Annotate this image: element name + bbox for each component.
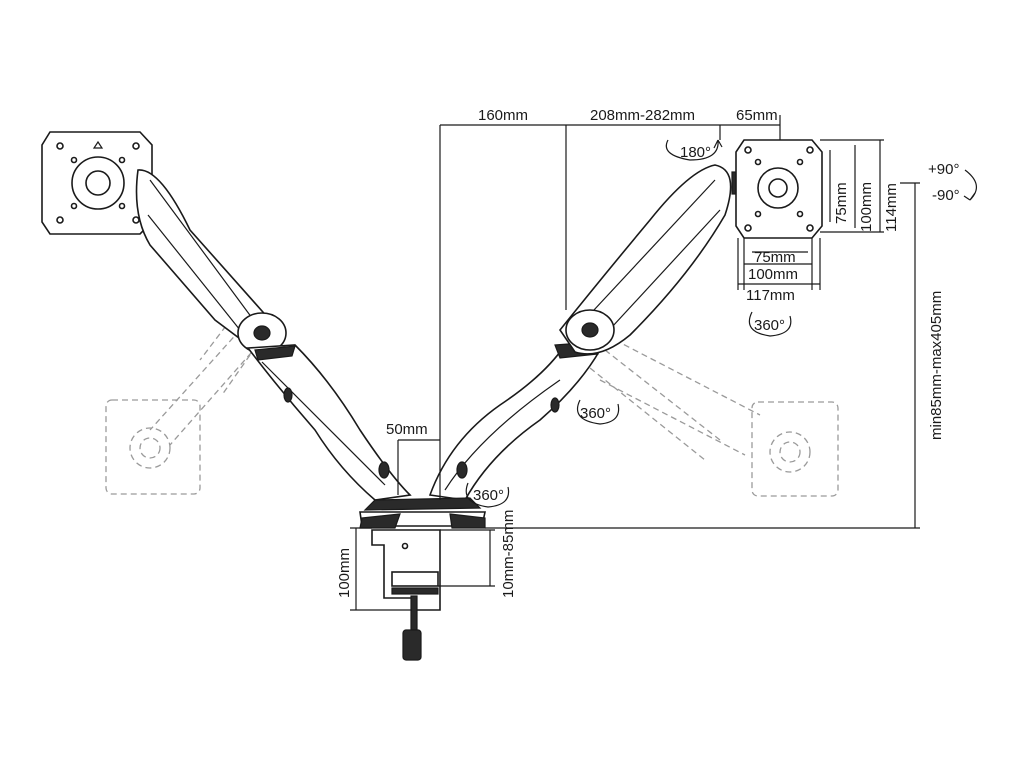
- dim-vesa-h-100: 100mm: [748, 266, 798, 283]
- dim-height-range: min85mm-max405mm: [928, 291, 945, 440]
- dim-vesa-v-75: 75mm: [833, 182, 850, 224]
- right-vesa-plate: [735, 139, 823, 239]
- dim-arm-extension: 208mm-282mm: [590, 107, 695, 124]
- right-lower-arm: [428, 341, 602, 501]
- rotation-arrows: [465, 139, 977, 508]
- angle-swivel-base: 360°: [473, 487, 504, 504]
- angle-tilt-top: 180°: [680, 144, 711, 161]
- dim-plate-width: 117mm: [746, 287, 795, 304]
- left-vesa-plate: [41, 131, 153, 235]
- right-upper-arm: [559, 164, 747, 355]
- dim-vesa-v-100: 100mm: [858, 182, 875, 232]
- dim-column-offset: 50mm: [386, 421, 428, 438]
- angle-tilt-minus: -90°: [932, 187, 960, 204]
- dim-plate-height: 114mm: [883, 183, 900, 232]
- angle-swivel-elbow: 360°: [580, 405, 611, 422]
- ghost-left-arm: [105, 317, 259, 495]
- dim-vesa-h-75: 75mm: [754, 249, 796, 266]
- ghost-right-arm: [589, 339, 839, 497]
- dim-plate-offset: 65mm: [736, 107, 778, 124]
- dim-clamp-height: 100mm: [336, 548, 353, 598]
- angle-tilt-plus: +90°: [928, 161, 959, 178]
- angle-swivel-plate: 360°: [754, 317, 785, 334]
- left-lower-arm: [246, 344, 412, 501]
- dim-clamp-opening: 10mm-85mm: [500, 510, 517, 598]
- left-upper-arm: [135, 169, 287, 354]
- dimension-lines: [350, 115, 920, 611]
- dim-reach: 160mm: [478, 107, 528, 124]
- base-clamp: [359, 497, 486, 661]
